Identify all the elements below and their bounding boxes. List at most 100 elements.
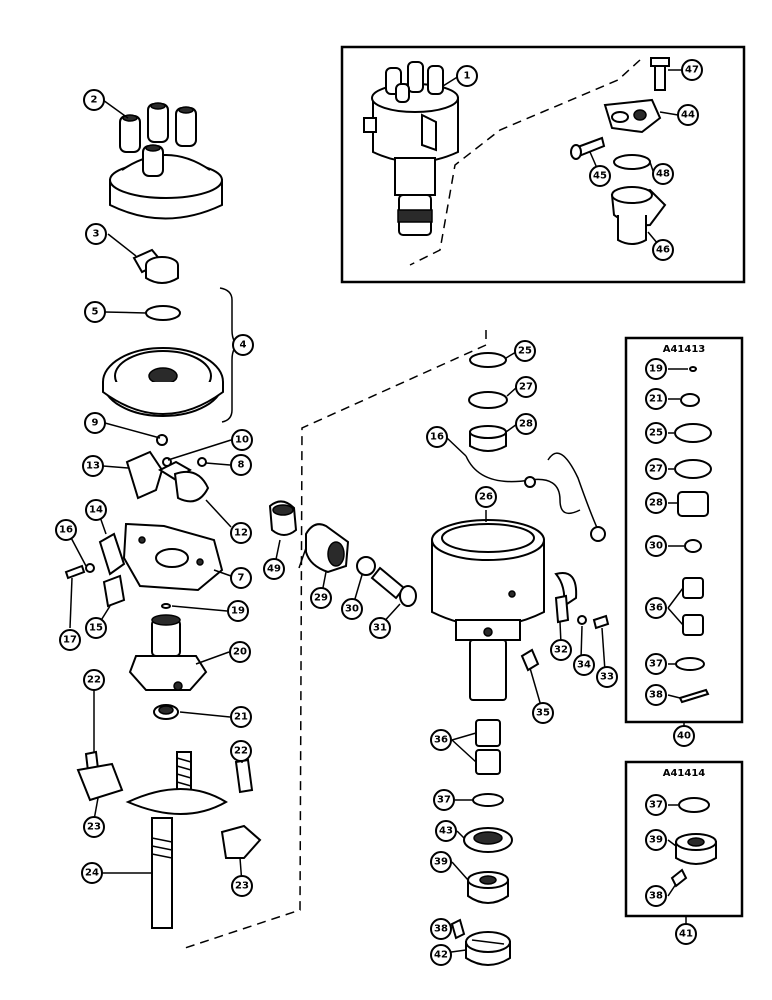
callout-32: 32: [550, 639, 572, 661]
callout-19-kit: 19: [645, 358, 667, 380]
spring-right: [234, 758, 254, 794]
callout-30-kit: 30: [645, 535, 667, 557]
callout-28: 28: [515, 413, 537, 435]
svg-text:2: 2: [91, 95, 98, 106]
svg-text:13: 13: [86, 461, 100, 472]
ground-wire: [465, 452, 606, 542]
callout-22-left: 22: [83, 669, 105, 691]
lock-nut: [268, 500, 298, 536]
retainer-ring: [161, 603, 171, 609]
kit-title-a41413: A41413: [663, 344, 706, 355]
callout-23-left: 23: [83, 816, 105, 838]
callout-19: 19: [227, 600, 249, 622]
svg-text:46: 46: [656, 245, 670, 256]
callout-16-right: 16: [426, 426, 448, 448]
oil-cup-fitting: [305, 523, 350, 574]
callout-45: 45: [589, 165, 611, 187]
clamp-bracket: [603, 98, 662, 134]
callout-16-left: 16: [55, 519, 77, 541]
svg-text:1: 1: [464, 71, 471, 82]
svg-text:16: 16: [430, 432, 444, 443]
svg-text:8: 8: [238, 460, 245, 471]
svg-text:47: 47: [685, 65, 699, 76]
callout-5: 5: [84, 301, 106, 323]
svg-text:22: 22: [234, 746, 248, 757]
callout-30: 30: [341, 598, 363, 620]
callout-46: 46: [652, 239, 674, 261]
svg-text:39: 39: [649, 835, 663, 846]
callout-7: 7: [230, 567, 252, 589]
callout-4: 4: [232, 334, 254, 356]
pin-38: [450, 918, 466, 940]
svg-text:45: 45: [593, 171, 607, 182]
callout-26: 26: [475, 486, 497, 508]
svg-text:30: 30: [649, 541, 663, 552]
svg-text:48: 48: [656, 169, 670, 180]
svg-text:15: 15: [89, 623, 103, 634]
condenser-bracket: [98, 532, 126, 608]
callout-48: 48: [652, 163, 674, 185]
svg-text:17: 17: [63, 635, 77, 646]
callout-29: 29: [310, 587, 332, 609]
callout-47: 47: [681, 59, 703, 81]
svg-text:41: 41: [679, 929, 693, 940]
dust-shield: [102, 347, 224, 417]
svg-text:34: 34: [577, 660, 591, 671]
svg-text:3: 3: [93, 229, 100, 240]
callout-24: 24: [81, 862, 103, 884]
adapter-flange: [610, 186, 667, 245]
svg-text:25: 25: [649, 428, 663, 439]
callout-49: 49: [263, 558, 285, 580]
weight-left: [76, 762, 124, 802]
callout-44: 44: [677, 104, 699, 126]
cam-assembly: [128, 614, 208, 691]
svg-text:23: 23: [235, 881, 249, 892]
svg-text:14: 14: [89, 505, 103, 516]
svg-text:24: 24: [85, 868, 99, 879]
callout-23-right: 23: [231, 875, 253, 897]
svg-text:36: 36: [434, 735, 448, 746]
svg-text:26: 26: [479, 492, 493, 503]
svg-text:49: 49: [267, 564, 281, 575]
kit-title-a41414: A41414: [663, 768, 706, 779]
lower-bushings: [475, 719, 501, 775]
svg-text:27: 27: [519, 382, 533, 393]
callout-38: 38: [430, 918, 452, 940]
callout-43: 43: [435, 820, 457, 842]
svg-text:38: 38: [649, 891, 663, 902]
svg-text:43: 43: [439, 826, 453, 837]
svg-text:28: 28: [649, 498, 663, 509]
svg-text:27: 27: [649, 464, 663, 475]
svg-text:42: 42: [434, 950, 448, 961]
callout-12: 12: [230, 522, 252, 544]
svg-text:30: 30: [345, 604, 359, 615]
callout-21: 21: [230, 706, 252, 728]
bushing-21: [153, 704, 179, 720]
svg-text:21: 21: [234, 712, 248, 723]
callout-20: 20: [229, 641, 251, 663]
callout-28-kit: 28: [645, 492, 667, 514]
svg-text:4: 4: [240, 340, 247, 351]
svg-text:20: 20: [233, 647, 247, 658]
breaker-plate: [122, 522, 224, 592]
svg-text:21: 21: [649, 394, 663, 405]
callout-37-kit: 37: [645, 653, 667, 675]
washer-34: [577, 615, 587, 625]
washer-37: [472, 793, 504, 807]
screw-33: [592, 614, 610, 630]
drive-gear-42: [465, 931, 511, 966]
kit-a41413-parts: [674, 366, 712, 704]
svg-text:37: 37: [437, 795, 451, 806]
callout-38-kit2: 38: [645, 885, 667, 907]
callout-41: 41: [675, 923, 697, 945]
contact-points: [125, 450, 210, 503]
distributor-shaft: [125, 751, 228, 929]
svg-text:29: 29: [314, 593, 328, 604]
clamp-screw: [570, 136, 606, 160]
svg-text:19: 19: [649, 364, 663, 375]
distributor-cap: [109, 102, 223, 220]
callout-38-kit: 38: [645, 684, 667, 706]
callout-17: 17: [59, 629, 81, 651]
svg-text:36: 36: [649, 603, 663, 614]
distributor-assembly: [363, 61, 459, 236]
